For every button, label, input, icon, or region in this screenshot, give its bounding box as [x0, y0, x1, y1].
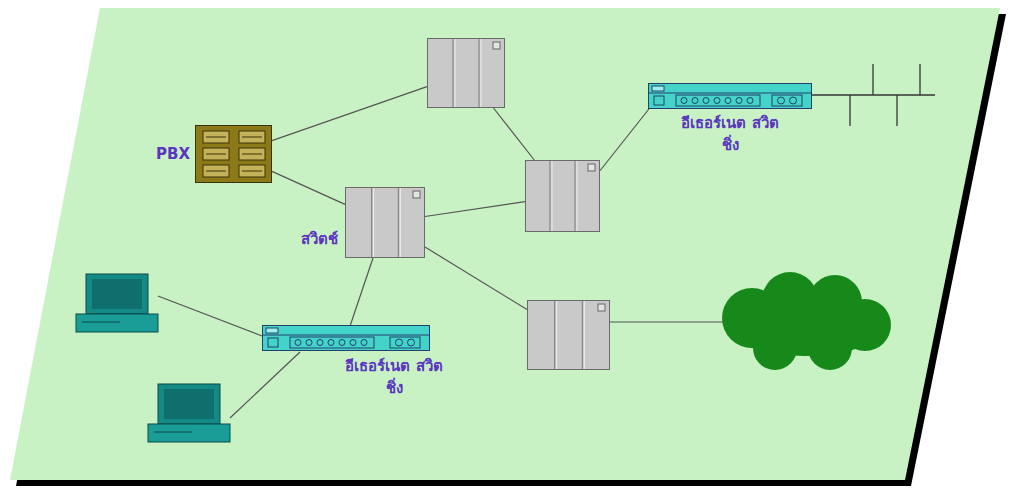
node-label: อีเธอร์เนต สวิตชิ่ง: [344, 356, 444, 400]
label-text: PBX: [156, 145, 190, 163]
shape-outline: [648, 83, 812, 109]
shape-outline: [527, 300, 610, 370]
cable-line: [230, 352, 300, 418]
network-link: [425, 247, 527, 310]
switch-cabinet: [525, 160, 600, 232]
cloud-network: [722, 272, 891, 370]
switch-cabinet: [527, 300, 610, 370]
network-link: [493, 108, 534, 160]
node-label: PBX: [156, 144, 190, 166]
ground-plane: [10, 8, 1000, 480]
computer-icon: [148, 384, 230, 442]
label-text: สวิตช์: [301, 230, 338, 248]
network-link: [350, 258, 373, 325]
shape-outline: [195, 125, 272, 183]
cable-line: [610, 321, 724, 322]
node-label: อีเธอร์เนต สวิตชิ่ง: [680, 113, 780, 157]
bus-lines: [812, 64, 935, 126]
network-link: [600, 109, 649, 171]
shape-outline: [525, 160, 600, 232]
shape-outline: [262, 325, 430, 351]
shape-outline: [427, 38, 505, 108]
ethernet-switch: อีเธอร์เนต สวิตชิ่ง: [262, 325, 430, 351]
network-link: [272, 171, 345, 204]
ethernet-switch: อีเธอร์เนต สวิตชิ่ง: [648, 83, 812, 109]
shape-outline: [345, 187, 425, 258]
label-text: อีเธอร์เนต สวิตชิ่ง: [681, 114, 778, 154]
pbx-unit: PBX: [195, 125, 272, 183]
cable-line: [158, 296, 262, 336]
switch-cabinet: [427, 38, 505, 108]
label-text: อีเธอร์เนต สวิตชิ่ง: [345, 357, 442, 397]
network-link: [272, 87, 427, 141]
switch-cabinet: สวิตช์: [345, 187, 425, 258]
computer-icon: [76, 274, 158, 332]
network-link: [425, 202, 525, 217]
node-label: สวิตช์: [301, 229, 338, 251]
